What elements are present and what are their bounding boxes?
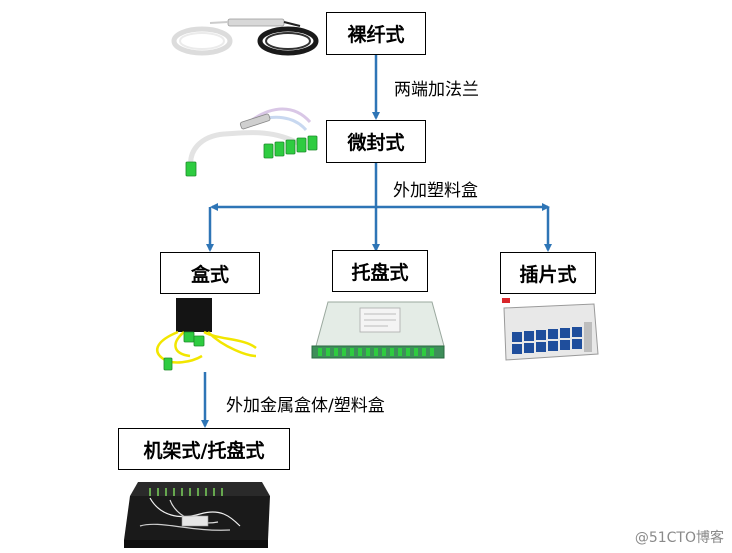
tray-type-splitter-image — [311, 301, 445, 359]
node-box-type: 盒式 — [160, 252, 260, 294]
box-type-splitter-image — [156, 298, 257, 371]
node-bare-fiber-label: 裸纤式 — [347, 24, 405, 46]
node-bare-fiber: 裸纤式 — [326, 12, 426, 55]
node-plugin-type: 插片式 — [500, 252, 596, 294]
node-tray-type: 托盘式 — [332, 250, 428, 292]
edge-label-box-to-rack: 外加金属盒体/塑料盒 — [226, 396, 385, 416]
micro-sealed-splitter-image — [185, 107, 318, 177]
node-plugin-type-label: 插片式 — [519, 263, 577, 286]
node-micro-sealed-label: 微封式 — [347, 132, 405, 154]
plugin-type-splitter-image — [502, 298, 599, 361]
node-micro-sealed: 微封式 — [326, 120, 426, 163]
rack-type-splitter-image — [124, 482, 270, 548]
node-box-type-label: 盒式 — [190, 263, 229, 286]
node-tray-type-label: 托盘式 — [351, 261, 409, 284]
node-rack-type: 机架式/托盘式 — [118, 428, 290, 470]
watermark: @51CTO博客 — [634, 530, 724, 546]
edge-label-bare-to-micro: 两端加法兰 — [394, 80, 479, 100]
bare-fiber-splitter-image — [171, 18, 319, 56]
node-rack-type-label: 机架式/托盘式 — [143, 439, 265, 462]
edge-label-micro-to-split: 外加塑料盒 — [393, 181, 478, 201]
